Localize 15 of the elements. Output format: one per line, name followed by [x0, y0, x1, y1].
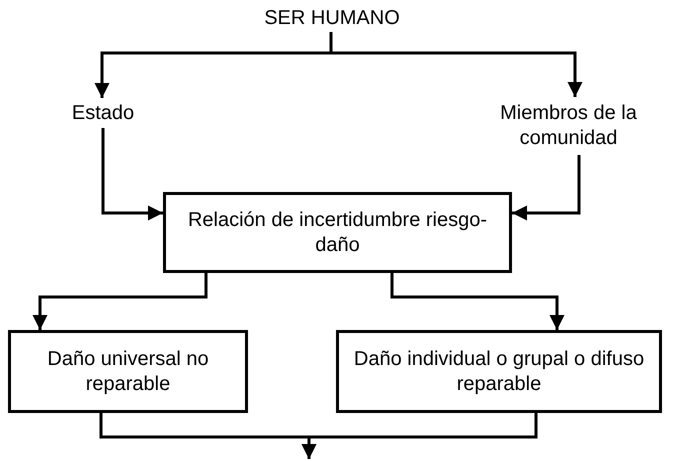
node-label: Miembros de la comunidad — [499, 101, 638, 151]
arrow — [302, 413, 538, 459]
process-box — [163, 192, 512, 273]
box-label: Daño universal no reparable — [46, 346, 210, 396]
node-label: Estado — [72, 100, 134, 126]
arrow — [32, 273, 208, 330]
node-label: SER HUMANO — [264, 6, 400, 30]
box-label: Relación de incertidumbre riesgo-daño — [186, 208, 488, 258]
process-box — [8, 330, 248, 413]
arrow — [390, 273, 564, 330]
box-label: Daño individual o grupal o difuso reparable — [352, 346, 646, 396]
arrow — [330, 32, 582, 97]
process-box — [336, 330, 662, 413]
arrow — [512, 155, 580, 220]
arrow — [102, 128, 163, 220]
